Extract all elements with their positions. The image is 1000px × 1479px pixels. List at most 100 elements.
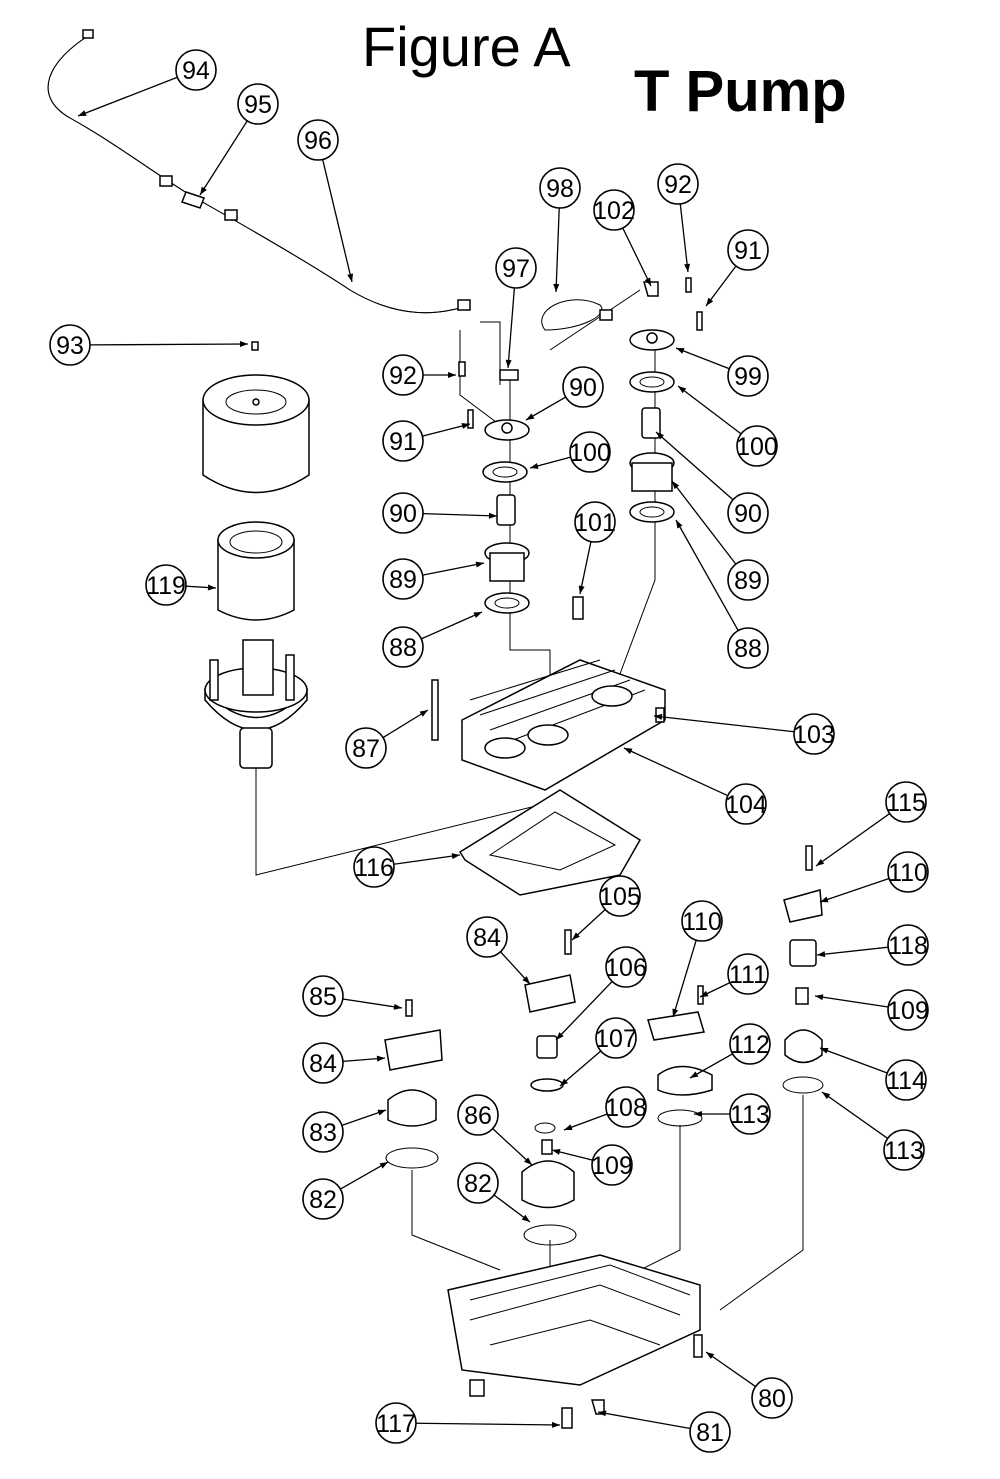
callout-c111: 111 <box>699 953 769 998</box>
valve-83 <box>387 1089 437 1127</box>
bolt-87 <box>431 679 439 741</box>
leader-line <box>555 980 613 1041</box>
oring-113a <box>657 1109 703 1127</box>
callout-label: 81 <box>696 1419 724 1447</box>
callout-label: 100 <box>569 439 611 467</box>
callout-c110b: 110 <box>672 900 723 1018</box>
valve-114 <box>784 1029 823 1064</box>
callout-label: 95 <box>244 91 272 119</box>
callout-circle <box>302 1042 344 1084</box>
valve-stack-left <box>458 361 530 614</box>
leader-arrow <box>239 341 248 348</box>
callout-circle <box>689 1411 731 1453</box>
screw-105 <box>564 929 572 955</box>
callout-circle <box>725 783 767 825</box>
leader-arrow <box>377 1109 386 1116</box>
callout-circle <box>457 1094 499 1136</box>
clip-107 <box>530 1078 564 1092</box>
leader-arrow <box>207 584 216 591</box>
tube-nut-fitting-2 <box>224 209 238 221</box>
callout-label: 85 <box>309 983 337 1011</box>
filter-screw <box>251 341 259 351</box>
callout-c113a: 113 <box>694 1093 771 1135</box>
leader-line <box>422 562 485 576</box>
leader-line <box>672 939 697 1018</box>
callout-c118: 118 <box>816 924 929 966</box>
screw-91b <box>696 311 703 331</box>
leader-arrow <box>654 713 663 720</box>
callout-circle <box>605 946 647 988</box>
callout-c83: 83 <box>302 1109 387 1153</box>
gasket-88b <box>629 501 675 523</box>
leader-arrow <box>820 1047 829 1054</box>
leader-arrow <box>676 348 685 354</box>
leader-line <box>421 611 483 640</box>
callout-c96: 96 <box>297 119 354 283</box>
leader-arrow <box>700 990 709 997</box>
oring-82b <box>523 1224 577 1246</box>
screw-92 <box>458 361 466 377</box>
callout-label: 92 <box>389 362 417 390</box>
callout-label: 94 <box>182 57 210 85</box>
leader-line <box>322 159 353 283</box>
callout-label: 106 <box>605 954 647 982</box>
callout-c100b: 100 <box>677 385 778 467</box>
screw-92b <box>685 277 692 293</box>
callout-circle <box>727 355 769 397</box>
leader-arrow <box>816 858 825 866</box>
callout-label: 117 <box>376 1410 416 1438</box>
callout-c109b: 109 <box>551 1144 633 1186</box>
leader-line <box>597 1411 691 1430</box>
callout-c80: 80 <box>705 1351 793 1419</box>
leader-line <box>821 1091 889 1139</box>
callout-label: 89 <box>734 567 762 595</box>
tube-end-fitting <box>82 29 94 39</box>
callout-c91a: 91 <box>705 229 769 307</box>
callout-c97: 97 <box>495 247 537 369</box>
leader-line <box>77 76 178 117</box>
elbow-nut <box>599 309 613 321</box>
callout-circle <box>302 975 344 1017</box>
callout-label: 92 <box>664 171 692 199</box>
leader-line <box>393 854 461 865</box>
callout-label: 118 <box>888 932 928 960</box>
leader-line <box>814 995 889 1008</box>
valve-plate-80 <box>447 1254 703 1429</box>
callout-circle <box>145 564 187 606</box>
callout-label: 84 <box>309 1050 337 1078</box>
figure-title: Figure A <box>362 15 571 78</box>
callout-label: 88 <box>734 635 762 663</box>
upper-small-parts <box>384 845 824 1246</box>
callout-label: 113 <box>884 1137 924 1165</box>
leader-line <box>622 227 652 287</box>
callout-label: 116 <box>354 854 394 882</box>
callout-label: 109 <box>887 997 929 1025</box>
callout-circle <box>457 1162 499 1204</box>
callout-c91b: 91 <box>382 420 471 462</box>
callout-circle <box>353 846 395 888</box>
gasket-88 <box>484 592 530 614</box>
screw-115 <box>805 845 813 871</box>
leader-arrow <box>820 896 829 903</box>
callout-circle <box>175 49 217 91</box>
leader-line <box>653 715 795 733</box>
leader-arrow <box>553 283 560 292</box>
leader-arrow <box>684 263 691 272</box>
callout-c114: 114 <box>819 1047 927 1101</box>
callout-c90a: 90 <box>525 366 604 421</box>
callout-circle <box>382 558 424 600</box>
callout-c85: 85 <box>302 975 403 1017</box>
callout-c94: 94 <box>77 49 217 117</box>
callout-label: 98 <box>546 175 574 203</box>
tee-97 <box>499 369 519 381</box>
screw-80 <box>693 1334 703 1358</box>
plug-106 <box>536 1035 558 1059</box>
callout-label: 109 <box>591 1152 633 1180</box>
callout-label: 110 <box>888 859 928 887</box>
leader-line <box>675 347 730 370</box>
callout-label: 82 <box>464 1170 492 1198</box>
callout-c100a: 100 <box>529 431 611 473</box>
leader-arrow <box>815 994 824 1001</box>
leader-arrow <box>448 372 456 378</box>
